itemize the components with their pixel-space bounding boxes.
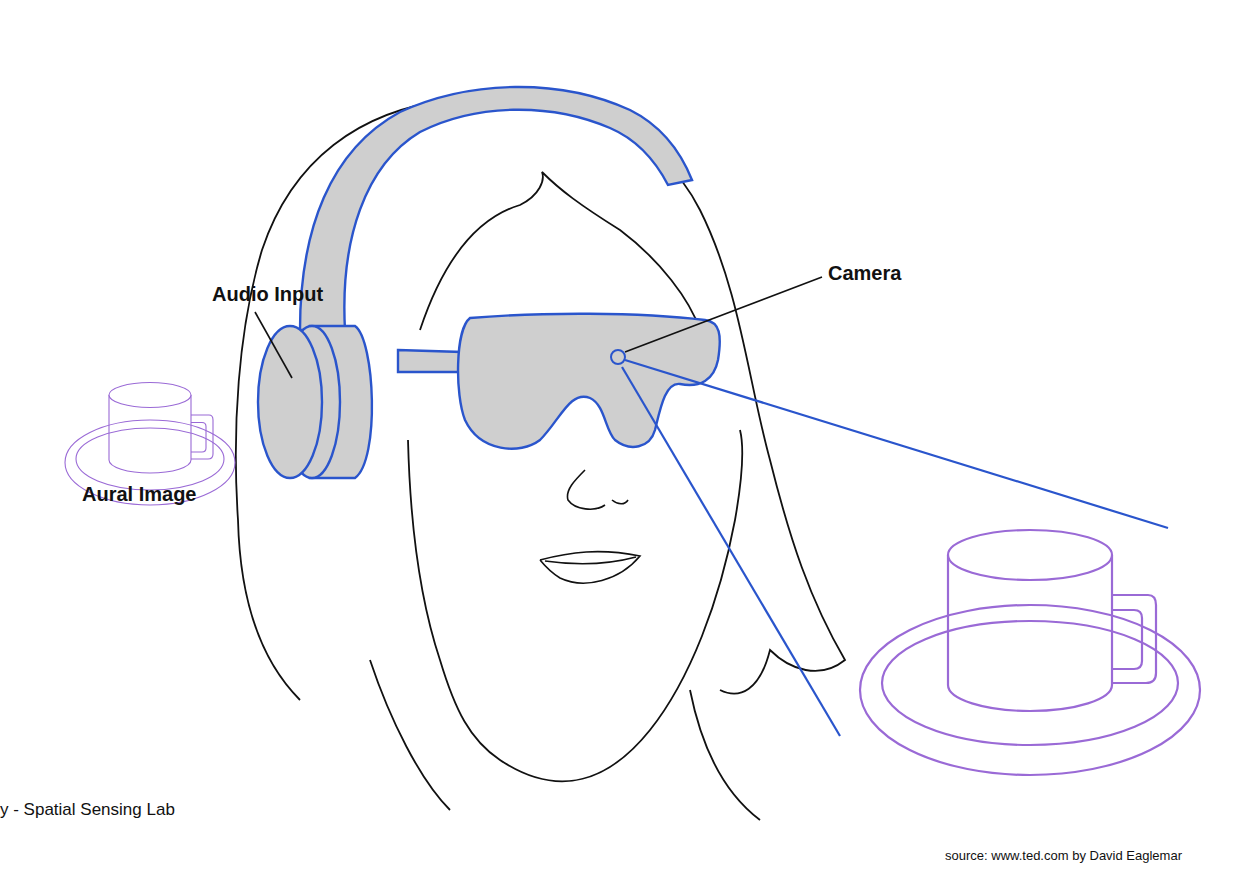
face-outline	[408, 430, 742, 781]
part-label: Aural Image	[82, 483, 196, 506]
view-line	[625, 360, 1168, 528]
leader-line	[255, 312, 292, 378]
source-note: source: www.ted.com by David Eaglemar	[945, 849, 1182, 864]
glasses-visor	[458, 314, 720, 449]
aural-mug	[65, 383, 235, 506]
leader-line	[625, 277, 822, 352]
hair-inner	[420, 172, 700, 330]
glasses-strap	[398, 350, 462, 372]
view-line	[622, 367, 840, 736]
part-label: Audio Input	[212, 283, 323, 306]
mug-object	[860, 530, 1200, 775]
credit-note: y - Spatial Sensing Lab	[0, 800, 175, 820]
nose	[567, 470, 628, 509]
neck-outline	[370, 660, 760, 820]
camera-lens	[611, 350, 625, 364]
earcup-face	[258, 326, 322, 478]
part-label: Camera	[828, 262, 901, 285]
headband	[300, 87, 692, 330]
mouth	[540, 552, 640, 583]
